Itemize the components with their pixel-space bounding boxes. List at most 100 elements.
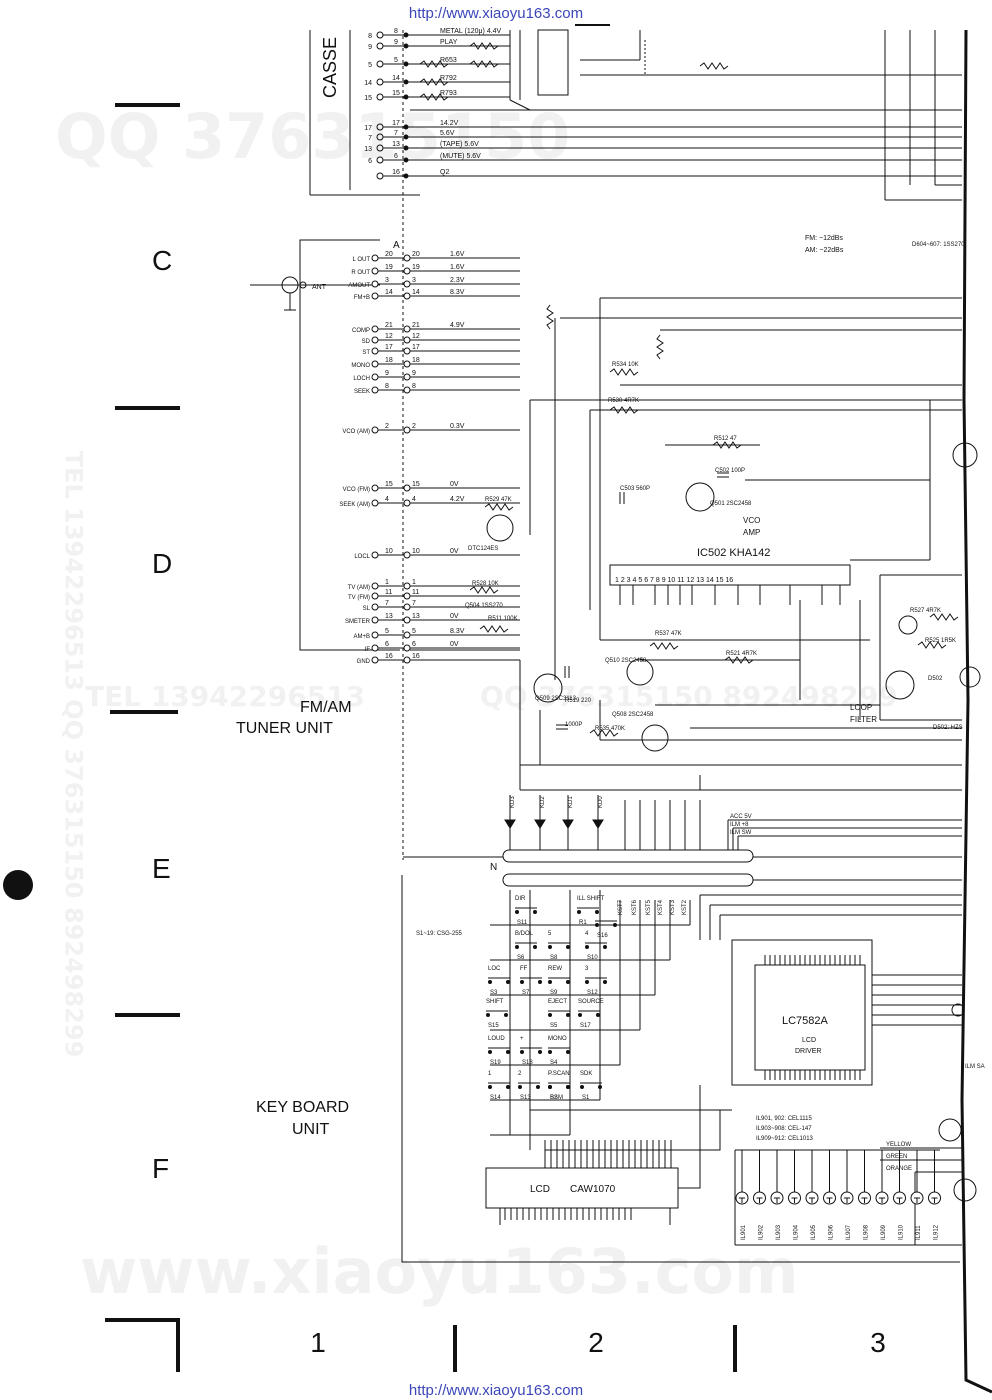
cassette-pin-left: 8 xyxy=(368,33,372,40)
connector-a-node xyxy=(403,254,411,262)
key-switch-pin xyxy=(488,1085,492,1089)
connector-a-pin-right: 13 xyxy=(412,613,420,620)
key-switch-id: S7 xyxy=(522,990,530,996)
q509-label: Q509 2SC3113 xyxy=(535,696,577,702)
connector-a-pin-right: 4 xyxy=(412,496,416,503)
cassette-pin-node xyxy=(403,173,409,179)
cassette-pin-right: 6 xyxy=(394,153,398,160)
connector-a-terminal xyxy=(371,603,379,611)
lcd-driver-label-1: LCD xyxy=(802,1037,816,1044)
cassette-pin-left: 5 xyxy=(368,62,372,69)
key-switch-id: S17 xyxy=(580,1023,591,1029)
watermark-url-bottom: http://www.xiaoyu163.com xyxy=(408,1382,584,1399)
connector-a-signal: AM+B xyxy=(353,634,370,640)
connector-a-pin-left: 10 xyxy=(385,548,393,555)
cassette-pin-right: 13 xyxy=(392,141,400,148)
am-level-note: AM: −22dBs xyxy=(805,247,844,254)
cassette-pin-signal: 5.6V xyxy=(440,130,455,137)
watermark-url-top: http://www.xiaoyu163.com xyxy=(408,5,584,22)
cassette-pin-right: 16 xyxy=(392,169,400,176)
cassette-pin-signal: PLAY xyxy=(440,39,458,46)
connector-a-terminal xyxy=(371,499,379,507)
ilm-8-label: ILM +8 xyxy=(730,822,749,828)
cassette-pin-left: 14 xyxy=(364,80,372,87)
key-switch-id: S1 xyxy=(582,1095,590,1101)
cassette-pin-node xyxy=(403,32,409,38)
key-switch-pin xyxy=(598,1085,602,1089)
wire-yellow-label: YELLOW xyxy=(886,1142,911,1148)
key-switch-pin xyxy=(536,1085,540,1089)
key-switch-pin xyxy=(566,1085,570,1089)
connector-a-pin-right: 12 xyxy=(412,333,420,340)
cassette-pin-terminal xyxy=(376,172,384,180)
cassette-pin-signal: R653 xyxy=(440,57,457,64)
cassette-pin-left: 9 xyxy=(368,44,372,51)
connector-a-pin-right: 11 xyxy=(412,589,419,596)
cassette-pin-signal: METAL (120μ) 4.4V xyxy=(440,28,502,35)
key-switch-pin xyxy=(506,1085,510,1089)
connector-a-node xyxy=(403,551,411,559)
key-switch-pin xyxy=(515,945,519,949)
ilm-sa-label: ILM SA xyxy=(965,1064,985,1070)
cassette-pin-terminal xyxy=(376,78,384,86)
grid-row-E: E xyxy=(152,853,171,884)
cassette-pin-terminal xyxy=(376,123,384,131)
key-label: − xyxy=(548,1071,552,1077)
connector-a-signal: L OUT xyxy=(353,257,371,263)
connector-a-signal: SEEK (AM) xyxy=(339,502,370,508)
connector-a-voltage: 1.6V xyxy=(450,264,465,271)
key-label: 2 xyxy=(518,1071,522,1077)
connector-a-terminal xyxy=(371,292,379,300)
connector-a-pin-left: 13 xyxy=(385,613,393,620)
d502-label: D502 xyxy=(928,676,943,682)
key-switch-id: S10 xyxy=(587,955,598,961)
kst-label: KST6 xyxy=(632,899,638,915)
connector-a-voltage: 0V xyxy=(450,481,459,488)
grid-col-2: 2 xyxy=(588,1327,604,1358)
key-switch-id: S16 xyxy=(597,933,608,939)
key-label: SOURCE xyxy=(578,999,604,1005)
ant-label: ANT xyxy=(312,284,327,291)
connector-a-signal: LOCL xyxy=(354,554,370,560)
connector-a-pin-left: 17 xyxy=(385,344,393,351)
key-switch-pin xyxy=(538,1050,542,1054)
key-switch-pin xyxy=(548,945,552,949)
connector-a-signal: SMETER xyxy=(345,619,371,625)
key-switch-id: S14 xyxy=(490,1095,501,1101)
connector-a-voltage: 4.2V xyxy=(450,496,465,503)
key-label: FF xyxy=(520,966,528,972)
connector-a-signal: SEEK xyxy=(354,389,370,395)
lamp-label: IL904 xyxy=(794,1224,800,1240)
tuner-unit-label-2: TUNER UNIT xyxy=(236,720,333,737)
key-label: MONO xyxy=(548,1036,567,1042)
connector-a-pin-right: 6 xyxy=(412,641,416,648)
connector-a-terminal xyxy=(371,616,379,624)
connector-a-node xyxy=(403,386,411,394)
key-label: DIR xyxy=(515,896,526,902)
connector-a-terminal xyxy=(371,325,379,333)
connector-a-signal: VCO (AM) xyxy=(342,429,370,435)
key-switch-id: S4 xyxy=(550,1060,558,1066)
connector-a-signal: SL xyxy=(363,606,371,612)
connector-a-terminal xyxy=(371,336,379,344)
r511-label: R511 100K xyxy=(488,616,518,622)
key-switch-pin xyxy=(585,980,589,984)
grid-row-D: D xyxy=(152,548,172,579)
key-switch-id: S2 xyxy=(550,1095,558,1101)
c502-label: C502 100P xyxy=(715,468,745,474)
kd-label: KD0 xyxy=(598,796,604,808)
cassette-pin-terminal xyxy=(376,60,384,68)
cassette-pin-node xyxy=(403,134,409,140)
key-switch-pin xyxy=(580,1085,584,1089)
key-switch-id: S9 xyxy=(550,990,558,996)
key-label: ILL SHIFT xyxy=(577,896,604,902)
connector-a-terminal xyxy=(371,347,379,355)
key-switch-pin xyxy=(486,1013,490,1017)
connector-a-terminal xyxy=(371,551,379,559)
connector-a-node xyxy=(403,644,411,652)
connector-a-node xyxy=(403,616,411,624)
key-label: LOUD xyxy=(488,1036,505,1042)
lcd-label: LCD xyxy=(530,1184,550,1195)
q510-label: Q510 2SC2458 xyxy=(605,658,647,664)
